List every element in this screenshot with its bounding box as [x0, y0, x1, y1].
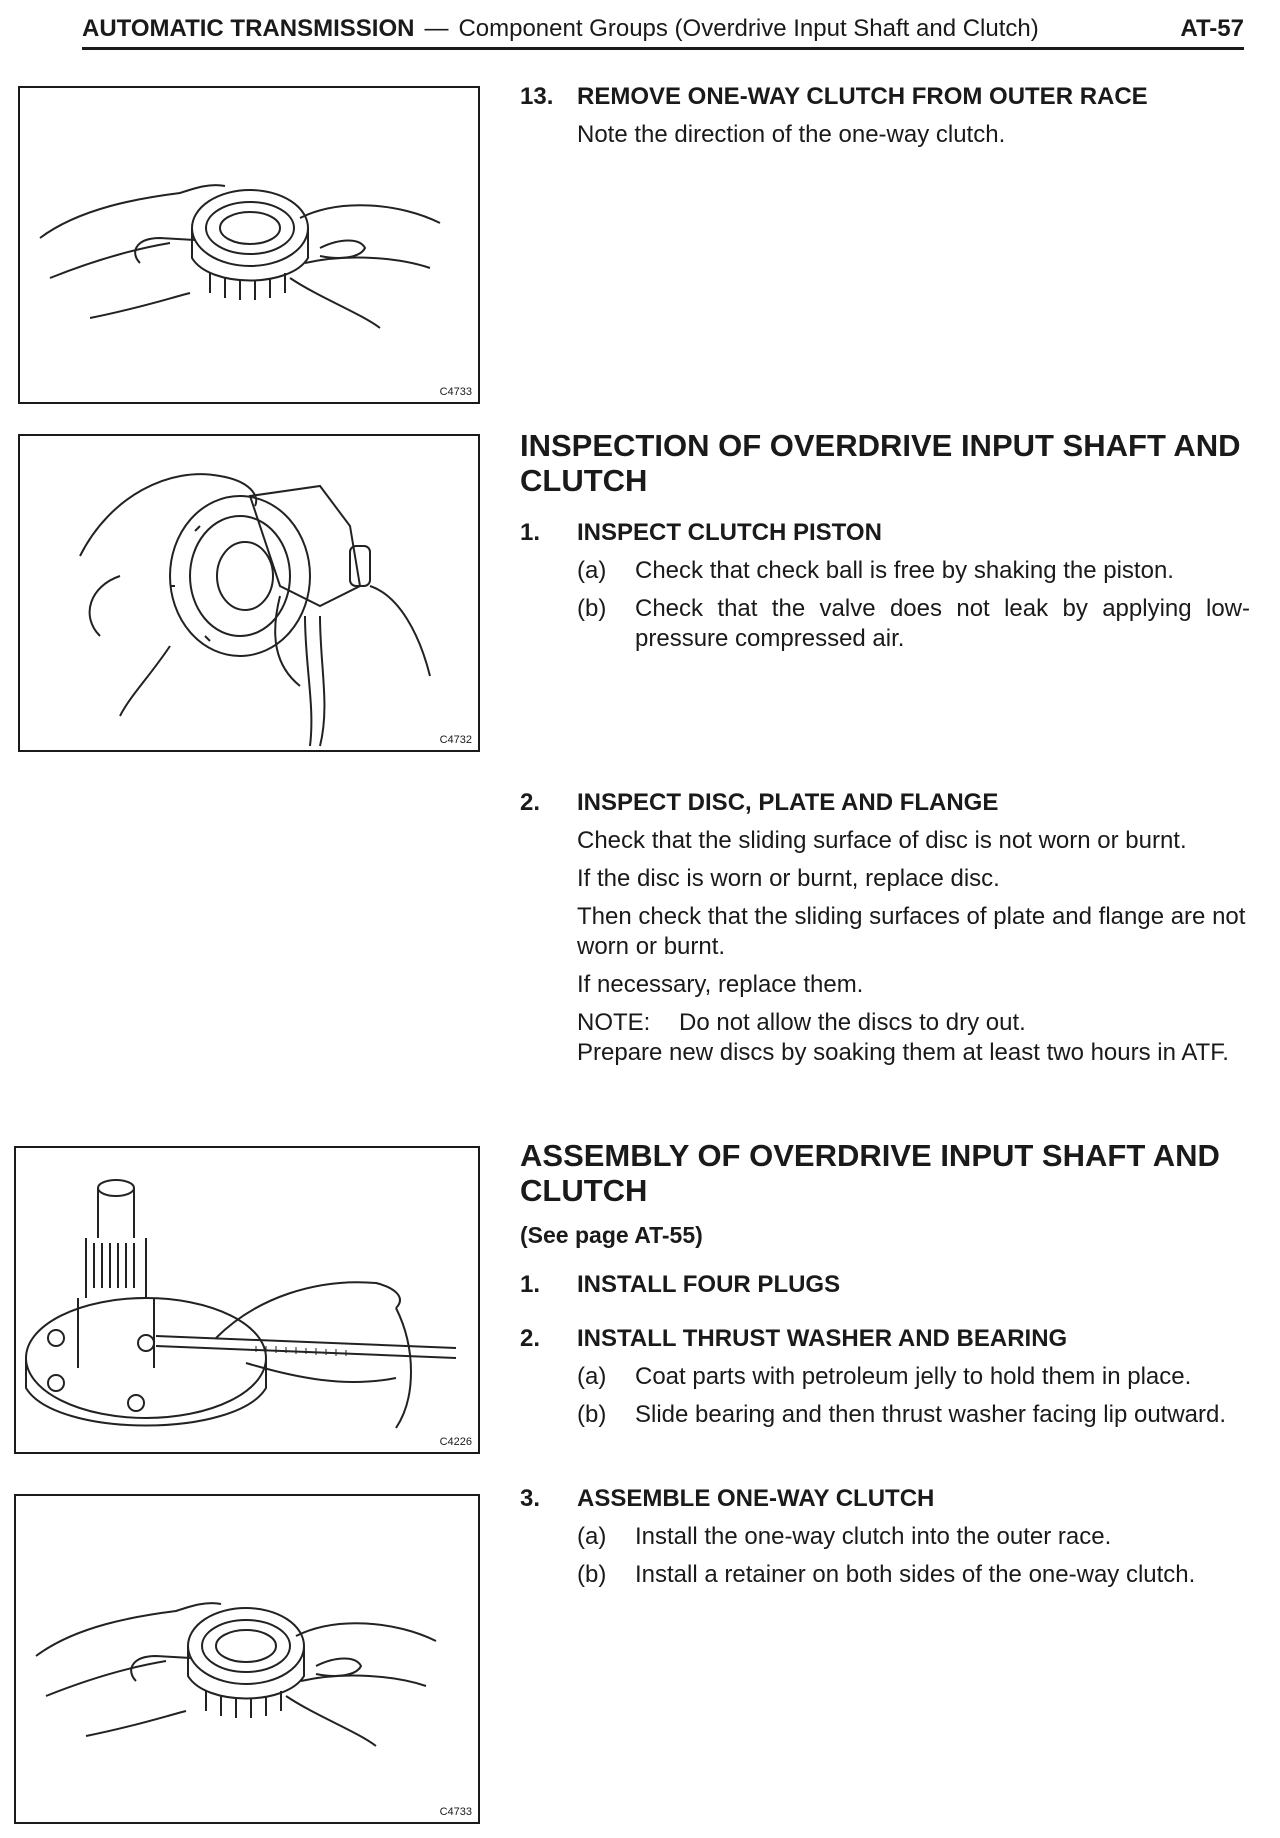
figure-install-plugs: C4226 [14, 1146, 480, 1454]
paragraph: If necessary, replace them. [577, 971, 864, 998]
sub-item: (a) Install the one-way clutch into the … [577, 1522, 1250, 1552]
step-title: INSPECT CLUTCH PISTON [577, 519, 882, 546]
sub-item-text: Slide bearing and then thrust washer fac… [635, 1401, 1227, 1428]
clutch-piston-air-test-illustration [79, 473, 431, 747]
step-number: 2. [520, 1325, 541, 1352]
step-title: INSTALL THRUST WASHER AND BEARING [577, 1325, 1068, 1352]
sub-item-text: Install the one-way clutch into the oute… [635, 1523, 1112, 1550]
page-header: AUTOMATIC TRANSMISSION — Component Group… [82, 12, 1244, 50]
paragraph: If the disc is worn or burnt, replace di… [577, 865, 1000, 892]
header-subtitle: Component Groups (Overdrive Input Shaft … [458, 15, 1039, 42]
sub-item-letter: (b) [577, 1561, 607, 1588]
figure-remove-one-way-clutch: C4733 [18, 86, 480, 404]
step-number: 2. [520, 789, 541, 816]
assembly-step-1-heading: 1. INSTALL FOUR PLUGS [520, 1270, 1250, 1300]
figure-code: C4226 [439, 1436, 472, 1448]
sub-item: (b) Install a retainer on both sides of … [577, 1560, 1250, 1590]
step-13-block: 13. REMOVE ONE-WAY CLUTCH FROM OUTER RAC… [520, 82, 1250, 150]
inspection-section: INSPECTION OF OVERDRIVE INPUT SHAFT AND … [520, 428, 1250, 654]
inspection-step-1-heading: 1. INSPECT CLUTCH PISTON [520, 518, 1250, 548]
paragraph: Check that the sliding surface of disc i… [577, 827, 1187, 854]
step-number: 3. [520, 1485, 541, 1512]
step-number: 1. [520, 1271, 541, 1298]
assembly-step-3-heading: 3. ASSEMBLE ONE-WAY CLUTCH [520, 1484, 1250, 1514]
one-way-clutch-removal-illustration [39, 184, 441, 329]
sub-item: (b) Slide bearing and then thrust washer… [577, 1400, 1250, 1430]
step-title: INSPECT DISC, PLATE AND FLANGE [577, 789, 999, 816]
sub-item-text: Check that check ball is free by shaking… [635, 557, 1174, 584]
step-title: REMOVE ONE-WAY CLUTCH FROM OUTER RACE [577, 83, 1148, 110]
figure-inspect-clutch-piston: C4732 [18, 434, 480, 752]
step-title: ASSEMBLE ONE-WAY CLUTCH [577, 1485, 935, 1512]
assembly-step-2-heading: 2. INSTALL THRUST WASHER AND BEARING [520, 1324, 1250, 1354]
header-dash: — [424, 15, 449, 42]
inspection-step-2-heading: 2. INSPECT DISC, PLATE AND FLANGE [520, 788, 1250, 818]
sub-item-text: Install a retainer on both sides of the … [635, 1561, 1196, 1588]
inspection-step-2-block: 2. INSPECT DISC, PLATE AND FLANGE Check … [520, 788, 1250, 1068]
page-reference: (See page AT-55) [520, 1222, 703, 1248]
figure-code: C4732 [439, 734, 472, 746]
note: NOTE: Do not allow the discs to dry out. [577, 1008, 1250, 1038]
header-section-title: AUTOMATIC TRANSMISSION [82, 15, 415, 42]
paragraph: Then check that the sliding surfaces of … [577, 903, 1246, 960]
sub-item: (a) Coat parts with petroleum jelly to h… [577, 1362, 1250, 1392]
inspection-heading: INSPECTION OF OVERDRIVE INPUT SHAFT AND … [520, 428, 1241, 498]
figure-code: C4733 [439, 1806, 472, 1818]
sub-item: (b) Check that the valve does not leak b… [577, 594, 1250, 654]
sub-item-letter: (b) [577, 595, 607, 622]
one-way-clutch-assembly-illustration [35, 1602, 437, 1747]
note-text: Do not allow the discs to dry out. [679, 1009, 1026, 1036]
step-number: 1. [520, 519, 541, 546]
step-number: 13. [520, 83, 554, 110]
note-continuation: Prepare new discs by soaking them at lea… [577, 1039, 1229, 1066]
step-text: Note the direction of the one-way clutch… [577, 121, 1006, 148]
sub-item-text: Check that the valve does not leak by ap… [635, 595, 1250, 652]
sub-item-letter: (a) [577, 1363, 607, 1390]
figure-assemble-one-way-clutch: C4733 [14, 1494, 480, 1824]
step-title: INSTALL FOUR PLUGS [577, 1271, 841, 1298]
sub-item-letter: (b) [577, 1401, 607, 1428]
note-label: NOTE: [577, 1009, 651, 1036]
sub-item-letter: (a) [577, 557, 607, 584]
sub-item: (a) Check that check ball is free by sha… [577, 556, 1250, 586]
sub-item-text: Coat parts with petroleum jelly to hold … [635, 1363, 1192, 1390]
figure-code: C4733 [439, 386, 472, 398]
assembly-section: ASSEMBLY OF OVERDRIVE INPUT SHAFT AND CL… [520, 1138, 1250, 1430]
assembly-step-3-block: 3. ASSEMBLE ONE-WAY CLUTCH (a) Install t… [520, 1484, 1250, 1590]
assembly-heading: ASSEMBLY OF OVERDRIVE INPUT SHAFT AND CL… [520, 1138, 1220, 1208]
page-number: AT-57 [1180, 15, 1244, 42]
step-heading: 13. REMOVE ONE-WAY CLUTCH FROM OUTER RAC… [520, 82, 1250, 112]
plug-installation-illustration [25, 1179, 457, 1429]
sub-item-letter: (a) [577, 1523, 607, 1550]
